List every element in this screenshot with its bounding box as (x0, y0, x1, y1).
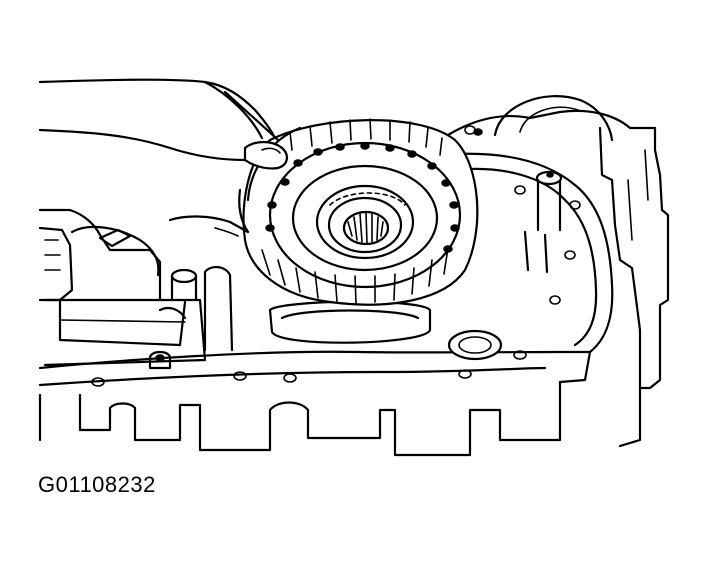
clutch-drum (242, 118, 479, 306)
bolt (148, 350, 172, 370)
figure-caption: G01108232 (38, 472, 156, 497)
hand (38, 78, 288, 237)
transmission-case (38, 95, 670, 457)
